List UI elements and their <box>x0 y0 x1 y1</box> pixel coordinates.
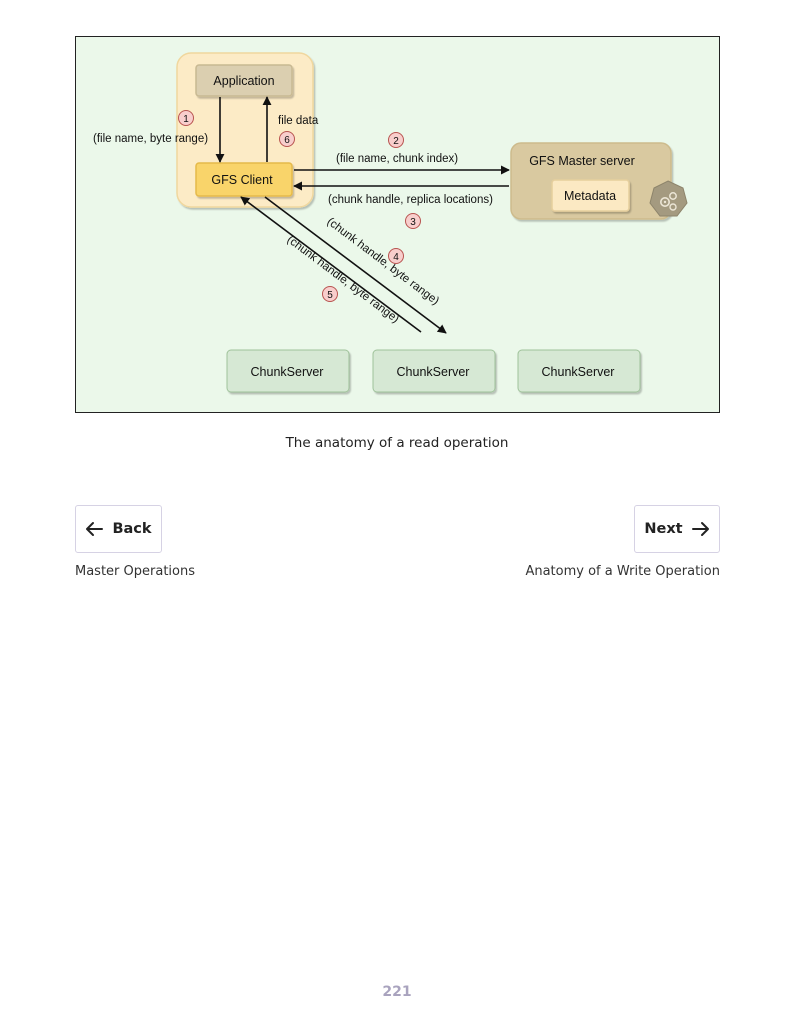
back-target-link[interactable]: Master Operations <box>75 564 195 579</box>
gear-cluster-icon <box>649 180 688 217</box>
page-number: 221 <box>382 984 412 1000</box>
chunkserver-label: ChunkServer <box>397 365 470 379</box>
step-badge: 4 <box>388 248 404 264</box>
metadata-box <box>551 179 630 212</box>
chunkserver-label: ChunkServer <box>542 365 615 379</box>
step-number: 2 <box>393 136 399 147</box>
back-button[interactable]: Back <box>75 505 162 553</box>
edge-label-file-name-byte-range: (file name, byte range) <box>93 133 208 145</box>
arrow-left-icon <box>85 521 104 537</box>
step-badge: 5 <box>322 286 338 302</box>
next-label: Next <box>644 521 683 537</box>
application-box <box>195 64 293 97</box>
back-label: Back <box>112 521 152 537</box>
chunkserver-box <box>226 349 350 393</box>
next-button[interactable]: Next <box>634 505 720 553</box>
gfs-read-diagram: Application GFS Client GFS Master server… <box>75 36 720 413</box>
arrow-right-icon <box>691 521 710 537</box>
arrow-client-to-chunkserver <box>264 196 447 334</box>
chunkserver-box <box>517 349 641 393</box>
arrow-chunkserver-to-client <box>240 196 422 333</box>
gfs-client-box <box>195 162 293 197</box>
edge-label-file-name-chunk-index: (file name, chunk index) <box>336 153 458 165</box>
step-number: 6 <box>284 135 290 146</box>
step-number: 4 <box>393 252 399 263</box>
chunkserver-label: ChunkServer <box>251 365 324 379</box>
step-badge: 6 <box>279 131 295 147</box>
chunkserver-box <box>372 349 496 393</box>
next-target-link[interactable]: Anatomy of a Write Operation <box>525 564 720 579</box>
step-badge: 1 <box>178 110 194 126</box>
edge-label-file-data: file data <box>278 115 319 127</box>
step-badge: 3 <box>405 213 421 229</box>
step-number: 5 <box>327 290 333 301</box>
gfs-master-label: GFS Master server <box>529 154 635 168</box>
step-number: 3 <box>410 217 416 228</box>
gfs-client-label: GFS Client <box>211 173 273 187</box>
figure-caption: The anatomy of a read operation <box>285 435 509 451</box>
metadata-label: Metadata <box>564 189 616 203</box>
step-badge: 2 <box>388 132 404 148</box>
edge-label-chunk-handle-replica-locations: (chunk handle, replica locations) <box>328 194 493 206</box>
application-label: Application <box>213 74 274 88</box>
step-number: 1 <box>183 114 189 125</box>
